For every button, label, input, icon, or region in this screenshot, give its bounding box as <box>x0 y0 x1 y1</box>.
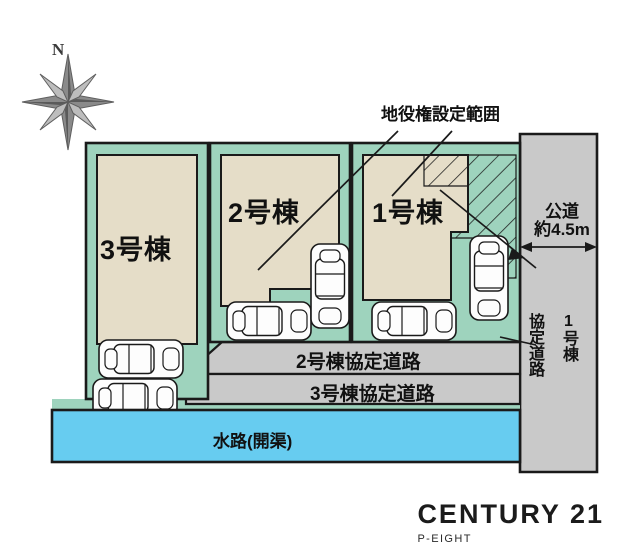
public-road-label: 公道 約4.5m <box>531 202 593 240</box>
car-lot3-upper <box>98 339 184 379</box>
agreement-road-vertical-label: 協定道路 <box>526 313 543 377</box>
public-road-label-line1: 公道 <box>545 202 579 221</box>
brand-logo: CENTURY 21 P-EIGHT <box>417 499 604 545</box>
car-lot1-horizontal <box>371 301 457 341</box>
lot-3-building <box>96 154 198 345</box>
building-1-vertical-label: 1号棟 <box>560 313 577 362</box>
compass-north-label: N <box>52 40 65 59</box>
car-lot1-vertical <box>469 235 509 321</box>
public-road-area <box>518 132 599 474</box>
brand-office: P-EIGHT <box>417 533 472 545</box>
easement-arrowhead <box>508 248 525 260</box>
lot-1-label: 1号棟 <box>372 198 445 228</box>
easement-label: 地役権設定範囲 <box>381 105 500 124</box>
easement-leader-lines <box>257 130 453 271</box>
agreement-road-2-label: 2号棟協定道路 <box>296 352 421 373</box>
brand-name: CENTURY 21 <box>417 499 604 529</box>
public-road-label-line2: 約4.5m <box>534 220 590 240</box>
lot-3-label: 3号棟 <box>100 235 173 265</box>
lot-2-label: 2号棟 <box>228 198 301 228</box>
dim-arrowhead-right <box>585 242 597 252</box>
compass-rose <box>21 53 115 151</box>
waterway-label: 水路(開渠) <box>213 432 293 451</box>
agreement-road-3-label: 3号棟協定道路 <box>310 384 435 405</box>
agreement-road-leader-line <box>499 336 537 346</box>
waterway-area <box>50 408 522 464</box>
lot-2-building <box>220 154 340 307</box>
car-lot2-vertical <box>310 243 350 329</box>
car-lot2-horizontal <box>226 301 312 341</box>
dim-arrowhead-left <box>520 242 532 252</box>
